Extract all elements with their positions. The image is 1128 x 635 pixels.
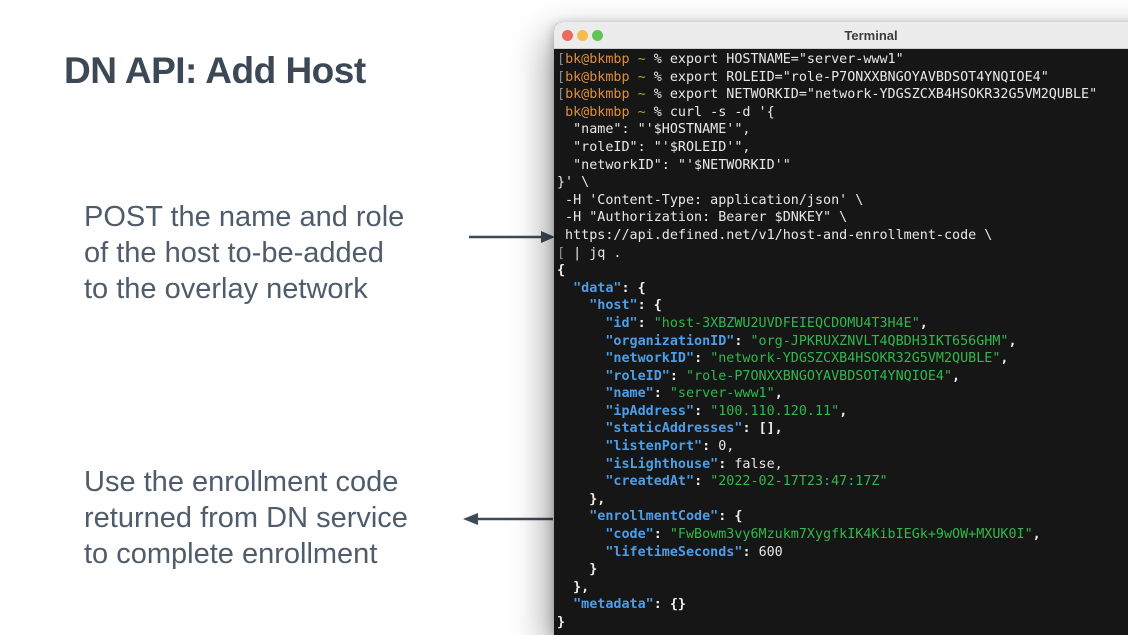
terminal-line: "staticAddresses": [], xyxy=(605,421,783,437)
terminal-line: "organizationID": "org-JPKRUXZNVLT4QBDH3… xyxy=(605,333,1017,349)
terminal-line: [bk@bkmbp ~ % export ROLEID="role-P7ONXX… xyxy=(557,69,1049,85)
page-title: DN API: Add Host xyxy=(64,50,366,91)
terminal-output[interactable]: [bk@bkmbp ~ % export HOSTNAME="server-ww… xyxy=(554,49,1128,635)
terminal-line: "roleID": "'$ROLEID'", xyxy=(557,139,751,155)
annotation-line: POST the name and role xyxy=(84,201,405,233)
annotation-line: Use the enrollment code xyxy=(84,466,399,498)
terminal-line: https://api.defined.net/v1/host-and-enro… xyxy=(557,227,993,243)
arrow-right-icon xyxy=(469,231,555,243)
terminal-line: -H 'Content-Type: application/json' \ xyxy=(557,192,864,208)
terminal-line: "ipAddress": "100.110.120.11", xyxy=(605,403,848,419)
terminal-line: "isLighthouse": false, xyxy=(605,456,783,472)
terminal-line: [bk@bkmbp ~ % export HOSTNAME="server-ww… xyxy=(557,52,904,67)
terminal-line: "host": { xyxy=(589,298,662,314)
terminal-line: "createdAt": "2022-02-17T23:47:17Z" xyxy=(605,474,888,490)
terminal-line: [ | jq . xyxy=(557,245,622,261)
terminal-line: "data": { xyxy=(573,280,646,296)
terminal-line: } xyxy=(557,562,598,578)
terminal-line: { xyxy=(557,263,566,279)
terminal-titlebar[interactable]: Terminal xyxy=(554,22,1128,49)
terminal-line: "id": "host-3XBZWU2UVDFEIEQCDOMU4T3H4E", xyxy=(605,315,928,331)
arrow-left-icon xyxy=(463,513,553,525)
window-title: Terminal xyxy=(844,28,898,43)
terminal-line: "metadata": {} xyxy=(573,597,686,613)
minimize-button[interactable] xyxy=(577,30,588,41)
annotation-line: of the host to-be-added xyxy=(84,237,384,269)
terminal-line: [bk@bkmbp ~ % export NETWORKID="network-… xyxy=(557,87,1098,103)
terminal-line: "roleID": "role-P7ONXXBNGOYAVBDSOT4YNQIO… xyxy=(605,368,961,384)
terminal-line: "code": "FwBowm3vy6Mzukm7XygfkIK4KibIEGk… xyxy=(605,527,1041,543)
close-button[interactable] xyxy=(562,30,573,41)
terminal-line: "lifetimeSeconds": 600 xyxy=(605,544,783,560)
zoom-button[interactable] xyxy=(592,30,603,41)
annotation-line: returned from DN service xyxy=(84,502,408,534)
annotation-line: to the overlay network xyxy=(84,273,368,305)
terminal-line: }' \ xyxy=(557,175,590,191)
terminal-line: "enrollmentCode": { xyxy=(589,509,743,525)
terminal-line: "networkID": "network-YDGSZCXB4HSOKR32G5… xyxy=(605,351,1009,367)
annotation-enrollment-code: Use the enrollment code returned from DN… xyxy=(84,464,408,572)
annotation-line: to complete enrollment xyxy=(84,538,378,570)
terminal-line: "name": "server-www1", xyxy=(605,386,783,402)
terminal-line: } xyxy=(557,615,566,630)
terminal-line: "name": "'$HOSTNAME'", xyxy=(557,122,751,138)
annotation-post-host: POST the name and role of the host to-be… xyxy=(84,199,404,307)
terminal-line: "networkID": "'$NETWORKID'" xyxy=(557,157,791,173)
terminal-window: Terminal [bk@bkmbp ~ % export HOSTNAME="… xyxy=(554,22,1128,635)
terminal-line: }, xyxy=(557,579,590,595)
terminal-line: bk@bkmbp ~ % curl -s -d '{ xyxy=(565,104,775,120)
terminal-line: }, xyxy=(557,491,606,507)
terminal-line: -H "Authorization: Bearer $DNKEY" \ xyxy=(557,210,848,226)
terminal-line: "listenPort": 0, xyxy=(605,439,735,455)
